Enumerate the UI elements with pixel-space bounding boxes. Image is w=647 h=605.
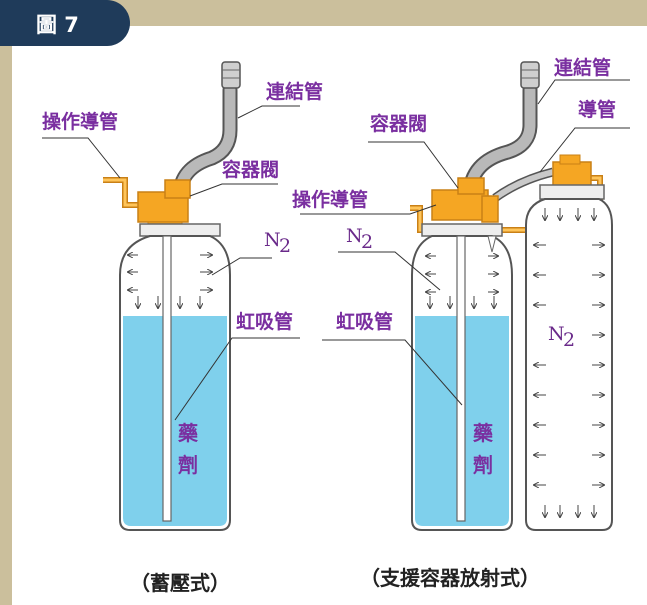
right-connecting-tube-label: 連結管 [554,56,611,79]
right-guide-tube-label: 導管 [578,98,616,121]
left-agent-liquid [123,316,227,526]
right-system: 連結管 導管 容器閥 操作導管 N 2 虹吸管 藥 劑 N 2 （支援容器放射式… [292,56,630,590]
right-valve-leader [368,141,459,189]
right-n2-subscript: 2 [361,231,373,253]
left-n2-subscript: 2 [279,235,291,257]
left-valve-leader [189,183,278,197]
right-container-valve-label: 容器閥 [370,112,427,135]
right-n2-bottle [525,198,613,531]
right-agent-char-1: 藥 [472,421,494,445]
left-connecting-tube-leader [237,105,300,119]
right-siphon-leader [322,339,463,406]
left-system: 連結管 操作導管 容器閥 N 2 虹吸管 藥 劑 （蓄壓式） [42,61,323,595]
right-gas-arrows [426,256,498,308]
right-guide-tube-leader [539,127,630,173]
left-agent-char-1: 藥 [177,421,199,445]
figure-badge: 圖 7 [0,0,130,46]
right-n2-leader [338,251,441,291]
right-n2-label: N [346,225,363,247]
left-container-valve-label: 容器閥 [222,158,279,181]
right-n2-bottle-valve [552,161,592,187]
left-siphon-tube-label: 虹吸管 [236,310,293,333]
figure-number: 圖 7 [36,13,79,37]
left-connecting-tube-label: 連結管 [266,80,323,103]
right-caption: （支援容器放射式） [360,566,540,590]
right-operating-tube-leader [300,204,437,215]
left-n2-leader [211,257,272,276]
right-hose-fitting [520,61,540,89]
left-hose-fitting [221,61,241,89]
right-siphon-tube-label: 虹吸管 [336,310,393,333]
left-n2-label: N [264,229,281,251]
left-caption: （蓄壓式） [130,571,230,595]
right-connecting-tube-leader [537,79,630,105]
left-operating-tube-leader [42,137,121,179]
right-siphon-tube [456,235,466,522]
left-siphon-leader [174,337,300,421]
left-operating-tube-label: 操作導管 [42,110,118,133]
left-operating-tube [103,177,140,208]
right-n2-bottle-label: N [548,323,565,345]
right-n2-bottle-subscript: 2 [563,329,575,351]
left-siphon-tube [162,235,172,522]
left-gas-arrows [128,255,212,308]
right-operating-tube-label: 操作導管 [292,188,368,211]
left-agent-char-2: 劑 [178,453,198,477]
n2-bottle-arrows [534,208,604,517]
right-agent-char-2: 劑 [473,453,493,477]
